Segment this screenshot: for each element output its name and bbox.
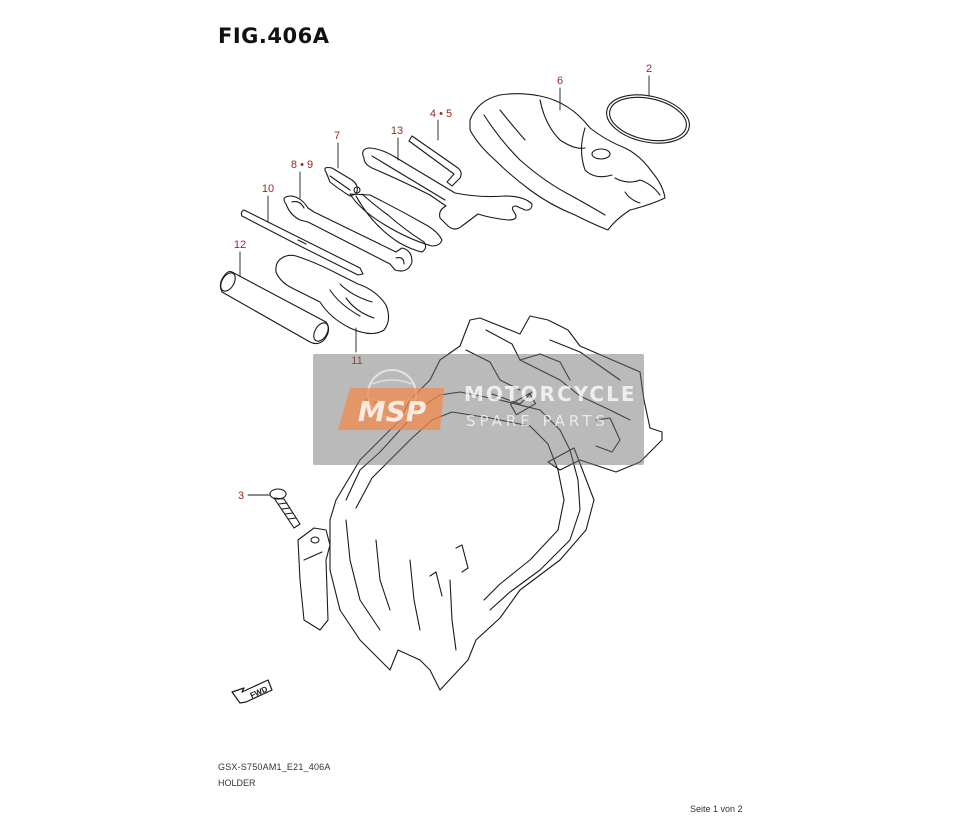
part-screwdriver xyxy=(240,209,364,276)
watermark-line1: MOTORCYCLE xyxy=(464,382,637,406)
part-pliers xyxy=(324,166,443,253)
part-o-ring xyxy=(606,94,690,144)
callout-13: 13 xyxy=(391,125,403,137)
part-hex-wrench xyxy=(408,135,462,187)
part-handle xyxy=(275,254,390,335)
drawing-subtitle: HOLDER xyxy=(218,778,256,788)
callout-6: 6 xyxy=(557,75,563,87)
part-tool-bag xyxy=(469,93,666,231)
callout-2: 2 xyxy=(646,63,652,75)
callout-10: 10 xyxy=(262,183,274,195)
part-wrench xyxy=(283,195,413,272)
drawing-code: GSX-S750AM1_E21_406A xyxy=(218,762,331,772)
part-extension-tube xyxy=(219,270,330,345)
fwd-arrow-icon xyxy=(231,679,273,704)
part-hook-spanner xyxy=(362,147,533,230)
callout-11: 11 xyxy=(351,355,362,367)
callout-12: 12 xyxy=(234,239,246,251)
figure-title: FIG.406A xyxy=(218,24,330,48)
watermark-line2: SPARE PARTS xyxy=(466,412,609,430)
watermark-logo-text: MSP xyxy=(358,395,427,428)
page-indicator: Seite 1 von 2 xyxy=(690,804,743,814)
part-holder-tray xyxy=(297,315,663,691)
part-bolt xyxy=(269,488,301,529)
callout-8-9: 8 • 9 xyxy=(291,159,313,171)
callout-3: 3 xyxy=(238,490,244,502)
callout-4-5: 4 • 5 xyxy=(430,108,452,120)
callout-7: 7 xyxy=(334,130,340,142)
